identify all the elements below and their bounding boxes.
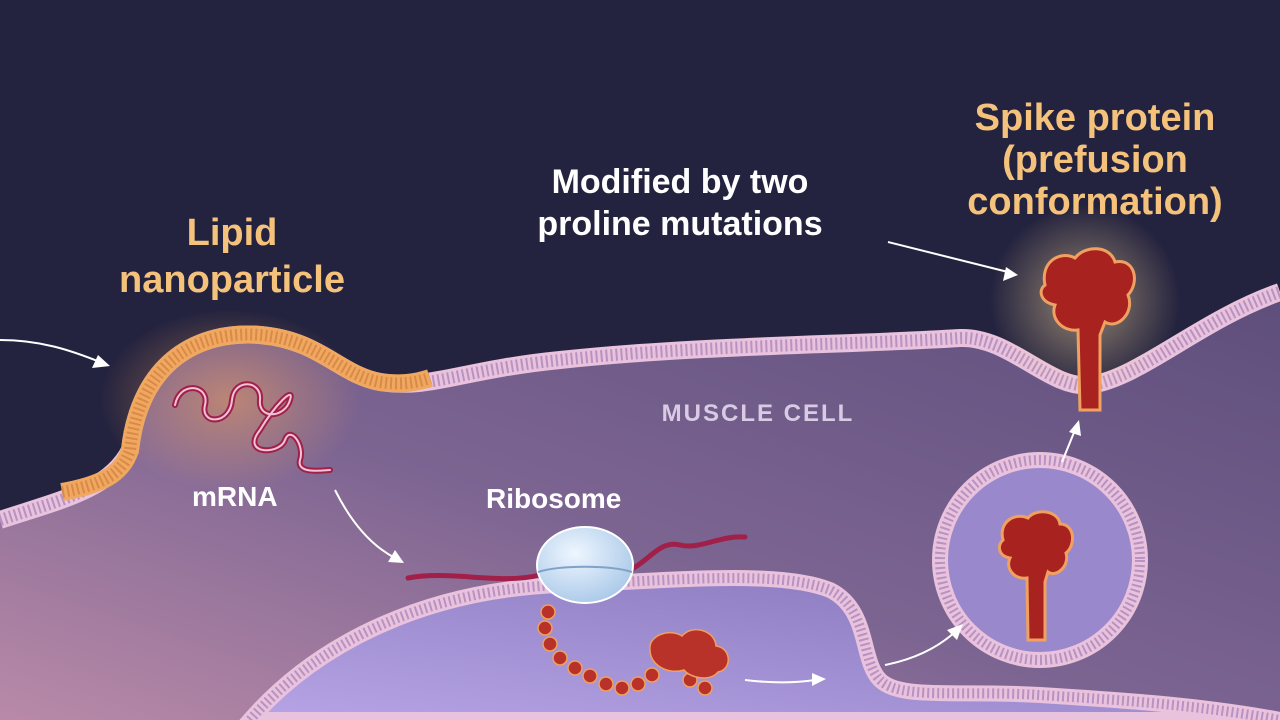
spike-protein-label-3: conformation) bbox=[967, 181, 1222, 223]
modified-label-2: proline mutations bbox=[537, 205, 822, 243]
polypeptide-chain-icon bbox=[537, 604, 729, 696]
translated-mrna-icon bbox=[405, 534, 748, 582]
vesicle-membrane-pattern bbox=[935, 455, 1145, 665]
ribosome-label: Ribosome bbox=[486, 483, 621, 514]
arrows bbox=[0, 241, 1076, 684]
lipid-nanoparticle-label-1: Lipid bbox=[187, 212, 278, 254]
arrow-to-membrane bbox=[1061, 429, 1076, 463]
spike-protein-label-1: Spike protein bbox=[975, 97, 1216, 139]
arrow-to-er bbox=[744, 679, 816, 684]
arrowheads bbox=[92, 267, 1081, 686]
spike-protein-label-2: (prefusion bbox=[1002, 139, 1188, 181]
modified-label-1: Modified by two bbox=[552, 163, 809, 201]
mrna-highlight bbox=[174, 383, 331, 472]
arrow-to-spike bbox=[887, 241, 1009, 273]
mrna-label: mRNA bbox=[192, 481, 278, 512]
muscle-cell-label: MUSCLE CELL bbox=[662, 400, 855, 427]
vesicle-spike-protein-icon bbox=[997, 510, 1074, 642]
ribosome-icon bbox=[536, 526, 634, 604]
arrow-to-vesicle bbox=[884, 631, 956, 666]
lipid-nanoparticle-label-2: nanoparticle bbox=[119, 259, 345, 301]
spike-protein-icon bbox=[1039, 247, 1136, 412]
arrow-into-cell bbox=[0, 339, 101, 363]
lipid-bilayer-pattern bbox=[60, 328, 432, 498]
arrow-mrna-to-ribosome bbox=[334, 489, 396, 559]
